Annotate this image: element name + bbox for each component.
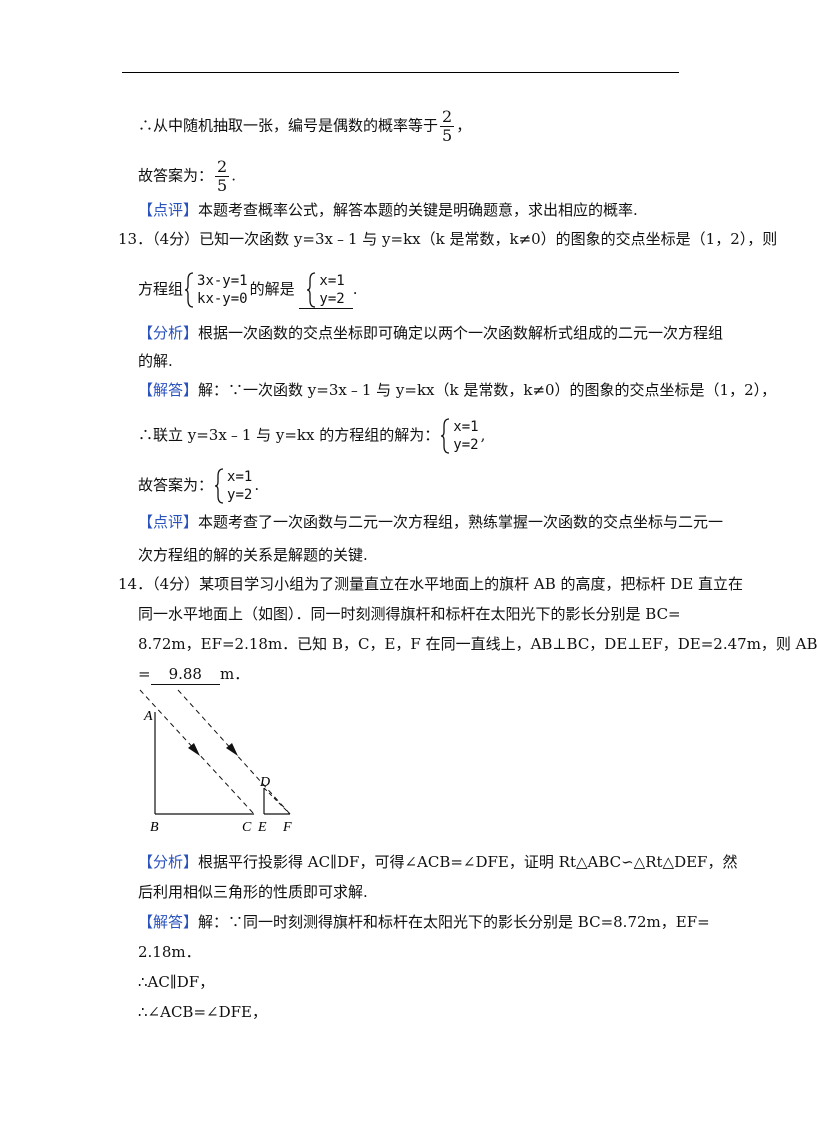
label-e: E — [257, 820, 267, 835]
p13-comment-cont: 次方程组的解的关系是解题的关键. — [138, 546, 368, 564]
p12-text: ∴从中随机抽取一张，编号是偶数的概率等于 — [138, 116, 439, 135]
ray-arrow-icon — [188, 743, 200, 756]
comment-tag: 【点评】 — [138, 201, 199, 219]
label-a: A — [143, 709, 153, 724]
p13-solution: 【解答】解：∵一次函数 y=3x﹣1 与 y=kx（k 是常数，k≠0）的图象的… — [138, 381, 777, 399]
p14-analysis-cont: 后利用相似三角形的性质即可求解. — [138, 883, 368, 901]
label-f: F — [282, 820, 292, 835]
label-b: B — [150, 820, 159, 835]
brace-icon — [307, 272, 316, 308]
p13-stem-line1: 13．（4分）已知一次函数 y=3x﹣1 与 y=kx（k 是常数，k≠0）的图… — [118, 230, 778, 248]
answer-blank: 9.88 — [150, 664, 220, 685]
p14-analysis: 【分析】根据平行投影得 AC∥DF，可得∠ACB=∠DFE，证明 Rt△ABC∽… — [138, 853, 738, 871]
header-rule — [122, 72, 679, 73]
p14-stem-line3: 8.72m，EF=2.18m．已知 B，C，E，F 在同一直线上，AB⊥BC，D… — [138, 635, 818, 653]
p13-comment: 【点评】本题考查了一次函数与二元一次方程组，熟练掌握一次函数的交点坐标与二元一 — [138, 513, 724, 531]
shadow-figure: A B C D E F — [139, 689, 292, 835]
label-c: C — [242, 820, 252, 835]
p14-solution-4: ∴∠ACB=∠DFE， — [138, 1003, 267, 1021]
p14-stem-line2: 同一水平地面上（如图）．同一时刻测得旗杆和标杆在太阳光下的影长分别是 BC= — [138, 605, 681, 623]
brace-icon — [441, 418, 450, 454]
p12-comment: 【点评】本题考查概率公式，解答本题的关键是明确题意，求出相应的概率. — [138, 201, 638, 219]
problem-number: 14． — [118, 575, 153, 593]
p14-stem-line1: 14．（4分）某项目学习小组为了测量直立在水平地面上的旗杆 AB 的高度，把标杆… — [118, 575, 744, 593]
p13-analysis: 【分析】根据一次函数的交点坐标即可确定以两个一次函数解析式组成的二元一次方程组 — [138, 324, 724, 342]
label-d: D — [259, 775, 270, 790]
p14-solution: 【解答】解：∵同一时刻测得旗杆和标杆在太阳光下的影长分别是 BC=8.72m，E… — [138, 913, 710, 931]
brace-icon — [184, 272, 194, 308]
brace-icon — [214, 468, 224, 504]
p14-solution-2: 2.18m． — [138, 943, 201, 961]
ray-df — [263, 787, 291, 815]
p13-analysis-cont: 的解. — [138, 352, 173, 370]
p14-solution-3: ∴AC∥DF， — [138, 973, 215, 991]
ray-arrow-icon — [226, 743, 238, 756]
problem-number: 13． — [118, 230, 153, 248]
